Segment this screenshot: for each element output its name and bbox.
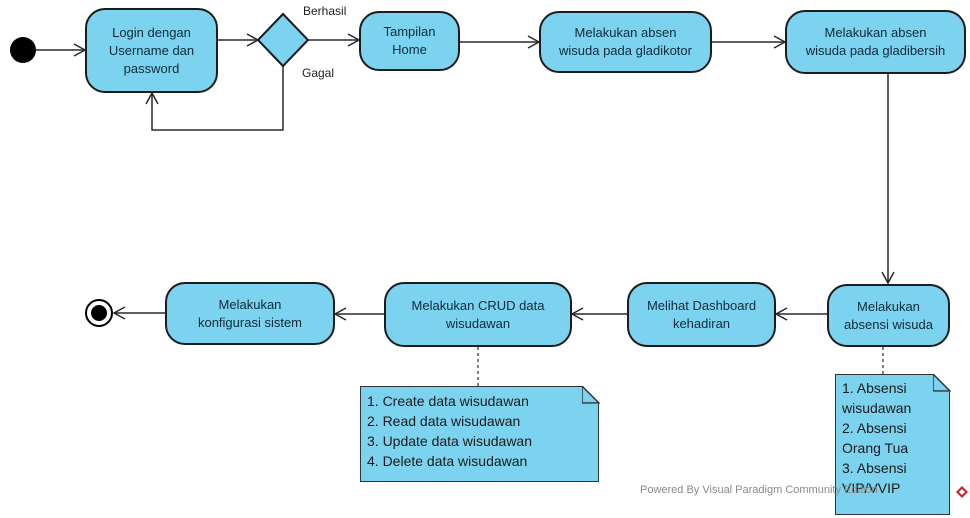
action-dashboard: Melihat Dashboard kehadiran <box>627 282 776 347</box>
action-absensi: Melakukan absensi wisuda <box>827 284 950 347</box>
action-home: Tampilan Home <box>359 11 460 71</box>
footer-watermark: Powered By Visual Paradigm Community Edi… <box>640 484 878 496</box>
action-gladibersih: Melakukan absen wisuda pada gladibersih <box>785 10 966 74</box>
note-absensi-line-6: VIP/VVIP <box>842 480 901 496</box>
action-konfigurasi: Melakukan konfigurasi sistem <box>165 282 335 345</box>
guard-gagal: Gagal <box>302 66 335 80</box>
note-crud-line-2: 2. Read data wisudawan <box>367 413 521 429</box>
final-node-core <box>91 305 107 321</box>
note-absensi-line-2: wisudawan <box>842 400 912 416</box>
note-absensi-line-1: 1. Absensi <box>842 380 907 396</box>
guard-berhasil: Berhasil <box>303 4 347 18</box>
note-absensi-line-4: Orang Tua <box>842 440 909 456</box>
note-crud-line-1: 1. Create data wisudawan <box>367 393 529 409</box>
note-crud: 1. Create data wisudawan 2. Read data wi… <box>360 385 600 482</box>
visual-paradigm-logo-icon <box>956 486 968 498</box>
note-absensi-line-5: 3. Absensi <box>842 460 907 476</box>
action-login: Login dengan Username dan password <box>85 8 218 93</box>
note-fold-icon <box>932 373 951 392</box>
edge-decision-login-fail <box>145 66 284 131</box>
note-absensi-line-3: 2. Absensi <box>842 420 907 436</box>
decision-node <box>256 12 310 68</box>
note-absensi: 1. Absensi wisudawan 2. Absensi Orang Tu… <box>835 373 951 515</box>
note-crud-line-4: 4. Delete data wisudawan <box>367 453 528 469</box>
action-crud: Melakukan CRUD data wisudawan <box>384 282 572 347</box>
note-fold-icon <box>581 385 600 404</box>
note-crud-line-3: 3. Update data wisudawan <box>367 433 532 449</box>
action-gladikotor: Melakukan absen wisuda pada gladikotor <box>539 11 712 73</box>
initial-node <box>10 37 36 63</box>
